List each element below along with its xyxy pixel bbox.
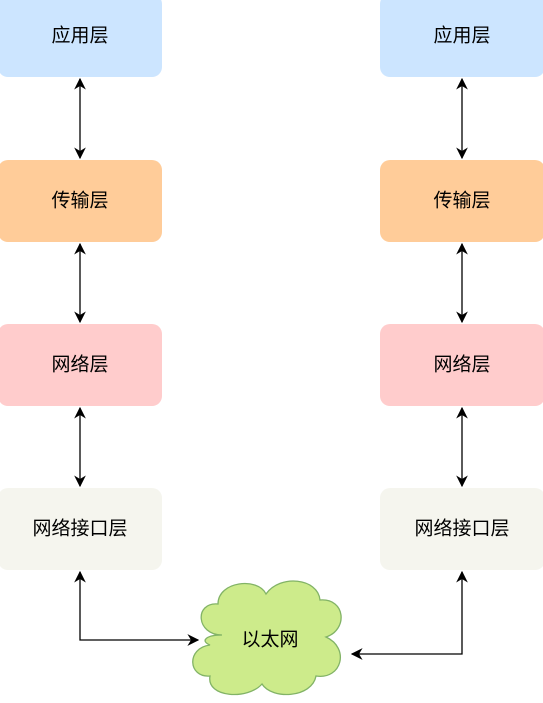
cloud-connectors [74, 570, 468, 660]
right-application-layer: 应用层 [380, 0, 543, 77]
left-network-interface-layer-label: 网络接口层 [32, 518, 127, 540]
left-network-layer-box [0, 324, 162, 406]
right-application-layer-box [380, 0, 543, 77]
right-network-layer: 网络层 [380, 324, 543, 406]
left-transport-layer: 传输层 [0, 160, 162, 242]
right-network-layer-label: 网络层 [433, 354, 490, 376]
left-network-layer: 网络层 [0, 324, 162, 406]
left-transport-layer-box [0, 160, 162, 242]
right-transport-layer-label: 传输层 [433, 190, 490, 212]
ethernet-cloud: 以太网 [192, 580, 342, 696]
right-application-layer-label: 应用层 [433, 25, 490, 47]
right-transport-layer-box [380, 160, 543, 242]
left-application-layer-label: 应用层 [51, 25, 108, 47]
right-network-interface-layer-label: 网络接口层 [414, 518, 509, 540]
left-network-layer-label: 网络层 [51, 354, 108, 376]
left-transport-layer-label: 传输层 [51, 190, 108, 212]
left-stack: 应用层 传输层 网络层 网络接口层 [0, 0, 162, 570]
left-application-layer-box [0, 0, 162, 77]
right-transport-layer: 传输层 [380, 160, 543, 242]
cloud-icon [192, 580, 342, 696]
left-network-interface-layer-box [0, 488, 162, 570]
left-application-layer: 应用层 [0, 0, 162, 77]
right-network-interface-layer: 网络接口层 [380, 488, 543, 570]
right-network-interface-layer-box [380, 488, 543, 570]
left-network-interface-layer: 网络接口层 [0, 488, 162, 570]
right-interface-to-cloud-arrow [350, 570, 468, 660]
left-interface-to-cloud-arrow [74, 570, 200, 646]
cloud-label: 以太网 [241, 629, 298, 651]
right-stack: 应用层 传输层 网络层 网络接口层 [380, 0, 543, 570]
right-network-layer-box [380, 324, 543, 406]
